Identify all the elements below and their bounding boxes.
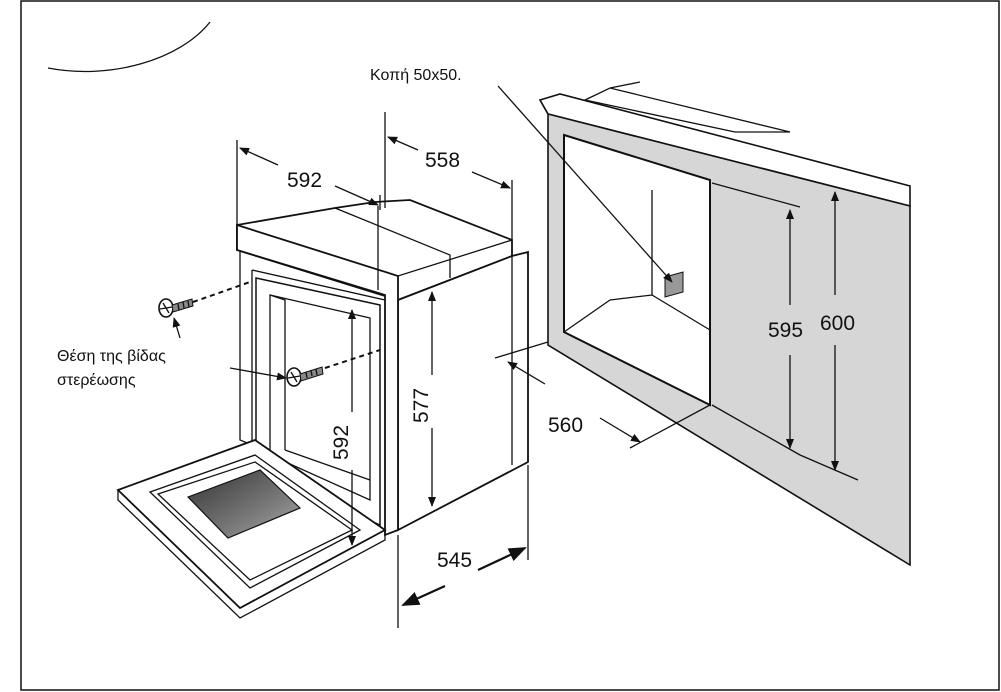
screw-right <box>286 349 381 387</box>
dim-558-label: 558 <box>425 149 460 172</box>
dim-545-label: 545 <box>437 549 472 572</box>
cabinet <box>538 81 911 567</box>
countertop-recess <box>583 87 791 133</box>
screw-label-line1: Θέση της βίδας <box>57 348 166 365</box>
cutout-square <box>664 271 684 298</box>
dim-592-top <box>236 140 381 225</box>
dim-595 <box>711 182 801 456</box>
screw-pointer-left <box>172 317 181 339</box>
dim-560 <box>494 341 711 449</box>
dim-577-label: 577 <box>410 388 433 423</box>
dim-592-top-label: 592 <box>287 169 322 192</box>
cutout-pointer <box>497 85 673 283</box>
screw-left <box>158 281 251 318</box>
dim-560-label: 560 <box>548 414 583 437</box>
dim-592-side <box>348 206 379 546</box>
dim-595-label: 595 <box>768 319 803 342</box>
dim-600 <box>799 191 859 481</box>
frame-border <box>20 0 1000 691</box>
dim-600-label: 600 <box>820 312 855 335</box>
screw-label-line2: στερέωσης <box>57 372 136 389</box>
dim-592-side-label: 592 <box>330 425 353 460</box>
dim-545 <box>397 465 529 628</box>
cutout-label: Κοπή 50x50. <box>370 67 462 84</box>
door-window <box>186 469 302 539</box>
oven <box>116 199 529 619</box>
dim-558 <box>384 112 513 240</box>
oven-door-inner <box>148 454 362 589</box>
decorative-arc <box>47 21 211 73</box>
oven-cavity-inner <box>269 294 371 502</box>
screw-pointer-right <box>229 367 287 381</box>
